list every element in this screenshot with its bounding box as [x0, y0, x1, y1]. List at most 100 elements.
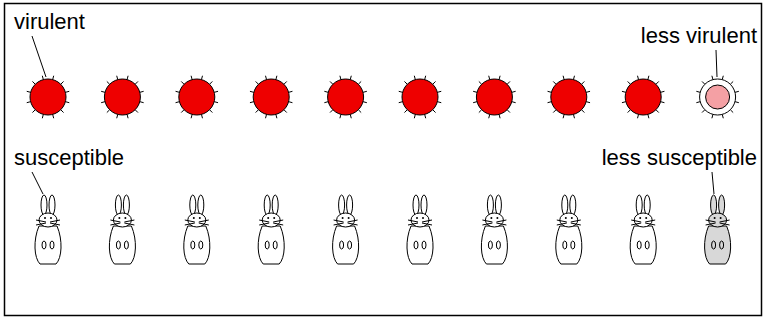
rabbit-whisker	[273, 223, 283, 225]
virus-spike	[214, 91, 218, 92]
virus-spike	[507, 81, 510, 84]
virus-spike	[135, 110, 138, 113]
virus-spike	[489, 114, 490, 118]
virus-particle	[399, 76, 442, 119]
virus-spike	[573, 114, 574, 118]
rabbit-paw	[191, 241, 195, 249]
virus-spike	[135, 81, 138, 84]
rabbit-eye	[496, 217, 498, 219]
rabbit-body	[258, 226, 284, 264]
virus-spike	[127, 76, 128, 80]
virus-spike	[735, 91, 739, 92]
virus-spike	[648, 114, 649, 118]
figure-label: susceptible	[12, 146, 126, 170]
virus-spike	[127, 114, 128, 118]
rabbit-ear	[339, 195, 345, 215]
virus-spike	[61, 81, 64, 84]
virus-spike	[437, 102, 441, 103]
rabbit-figure	[481, 195, 507, 264]
rabbit-body	[333, 226, 359, 264]
rabbit-eye	[565, 217, 567, 219]
rabbit-whisker	[482, 223, 492, 225]
rabbit-whisker	[50, 220, 60, 222]
rabbit-whisker	[185, 223, 195, 225]
rabbit-paw	[488, 241, 492, 249]
virus-spike	[479, 110, 482, 113]
rabbit-whisker	[571, 223, 581, 225]
virus-spike	[276, 114, 277, 118]
virus-spike	[101, 102, 105, 103]
rabbit-whisker	[185, 220, 195, 222]
virus-spike	[256, 81, 259, 84]
virus-spike	[622, 102, 626, 103]
virus-spike	[628, 110, 631, 113]
rabbit-whisker	[334, 223, 344, 225]
rabbit-whisker	[408, 223, 418, 225]
rabbit-paw	[340, 241, 344, 249]
rabbit-head	[113, 213, 131, 227]
leader-line	[32, 172, 43, 194]
virus-spike	[266, 114, 267, 118]
virus-spike	[350, 76, 351, 80]
rabbit-eye	[267, 217, 269, 219]
rabbit-body	[35, 226, 61, 264]
virus-body	[402, 79, 438, 115]
frame	[5, 4, 762, 316]
virus-spike	[65, 102, 69, 103]
rabbit-ear	[570, 195, 576, 215]
rabbit-body	[109, 226, 135, 264]
virus-body	[104, 79, 140, 115]
virus-body	[551, 79, 587, 115]
virus-particle	[696, 76, 739, 119]
rabbit-figure	[333, 195, 359, 264]
virus-spike	[702, 81, 705, 84]
virus-spike	[340, 76, 341, 80]
virus-spike	[548, 102, 552, 103]
rabbit-head	[188, 213, 206, 227]
rabbit-figure	[556, 195, 582, 264]
virus-row	[27, 76, 739, 119]
rabbit-paw	[712, 241, 716, 249]
rabbit-ear	[636, 195, 642, 215]
rabbit-eye	[714, 217, 716, 219]
virus-spike	[399, 102, 403, 103]
rabbit-ear	[347, 195, 353, 215]
leader-line	[32, 36, 46, 77]
virus-spike	[214, 102, 218, 103]
virus-particle	[250, 76, 293, 119]
rabbit-ear	[123, 195, 129, 215]
virus-spike	[730, 81, 733, 84]
rabbit-whisker	[408, 220, 418, 222]
rabbit-eye	[416, 217, 418, 219]
rabbit-whisker	[422, 220, 432, 222]
rabbit-paw	[496, 241, 500, 249]
rabbit-body	[630, 226, 656, 264]
rabbit-paw	[422, 241, 426, 249]
rabbit-whisker	[199, 223, 209, 225]
rabbit-eye	[490, 217, 492, 219]
rabbit-paw	[116, 241, 120, 249]
virus-spike	[53, 114, 54, 118]
virus-spike	[140, 102, 144, 103]
rabbit-paw	[348, 241, 352, 249]
virus-spike	[289, 102, 293, 103]
rabbit-head	[262, 213, 280, 227]
virus-spike	[27, 102, 31, 103]
virus-body	[476, 79, 512, 115]
virus-spike	[363, 91, 367, 92]
rabbit-whisker	[334, 220, 344, 222]
rabbit-figure	[705, 195, 731, 264]
virus-spike	[32, 110, 35, 113]
virus-particle	[324, 76, 367, 119]
virus-spike	[117, 114, 118, 118]
virus-spike	[582, 110, 585, 113]
rabbit-whisker	[422, 223, 432, 225]
rabbit-head	[39, 213, 57, 227]
virus-spike	[330, 81, 333, 84]
rabbit-whisker	[706, 223, 716, 225]
virus-core	[706, 85, 730, 109]
virus-body	[253, 79, 289, 115]
virus-spike	[696, 102, 700, 103]
virus-particle	[622, 76, 665, 119]
virus-spike	[730, 110, 733, 113]
